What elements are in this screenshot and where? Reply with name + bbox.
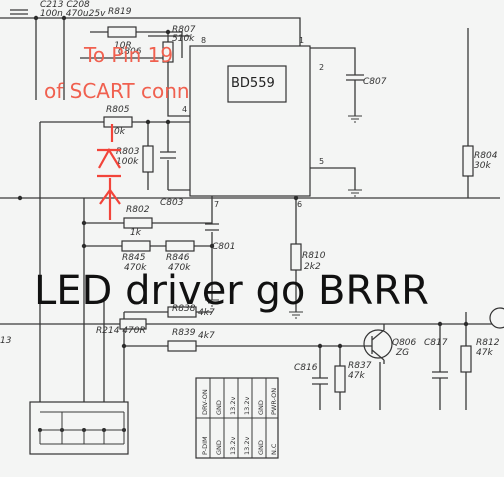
- svg-text:47k: 47k: [348, 371, 365, 381]
- svg-text:GND: GND: [257, 400, 265, 415]
- red-annotation: To Pin 19 of SCART conn: [44, 43, 190, 220]
- svg-text:470k: 470k: [124, 263, 147, 273]
- svg-text:8: 8: [201, 36, 206, 45]
- svg-text:13.2v: 13.2v: [229, 437, 237, 455]
- svg-text:13: 13: [0, 336, 12, 346]
- svg-text:R807: R807: [172, 25, 196, 35]
- svg-text:PWR-ON: PWR-ON: [270, 388, 278, 415]
- resistors: [103, 26, 474, 393]
- ground-symbols: [205, 115, 362, 319]
- svg-text:ZG: ZG: [395, 348, 409, 358]
- svg-text:R845: R845: [122, 253, 146, 263]
- svg-text:R804: R804: [474, 151, 498, 161]
- svg-text:5: 5: [319, 157, 324, 166]
- svg-text:R810: R810: [302, 251, 326, 261]
- svg-text:P-DIM: P-DIM: [201, 436, 209, 455]
- svg-text:DRV-ON: DRV-ON: [201, 389, 209, 415]
- svg-text:R819: R819: [108, 7, 132, 17]
- svg-text:1: 1: [299, 36, 304, 45]
- svg-text:1k: 1k: [130, 228, 142, 238]
- svg-text:C213 C208: C213 C208: [40, 0, 90, 10]
- svg-text:4k7: 4k7: [198, 308, 215, 318]
- svg-text:7: 7: [214, 200, 219, 209]
- svg-text:13.2v: 13.2v: [229, 397, 237, 415]
- svg-text:30k: 30k: [474, 161, 491, 171]
- svg-text:C816: C816: [294, 363, 318, 373]
- svg-text:R812: R812: [476, 338, 500, 348]
- svg-text:13.2v: 13.2v: [243, 437, 251, 455]
- svg-text:R839: R839: [172, 328, 196, 338]
- svg-text:470k: 470k: [168, 263, 191, 273]
- connector-table-labels: DRV-ON GND 13.2v 13.2v GND PWR-ON P-DIM …: [201, 388, 278, 455]
- svg-text:GND: GND: [257, 440, 265, 455]
- svg-text:C803: C803: [160, 198, 184, 208]
- svg-text:C801: C801: [212, 242, 235, 252]
- svg-text:100n 470u25v: 100n 470u25v: [40, 9, 106, 19]
- svg-text:C807: C807: [363, 77, 387, 87]
- svg-text:N.C: N.C: [270, 443, 278, 455]
- svg-text:R803: R803: [116, 147, 140, 157]
- capacitors: [10, 9, 448, 390]
- svg-text:510k: 510k: [172, 34, 195, 44]
- svg-text:13.2v: 13.2v: [243, 397, 251, 415]
- svg-text:47k: 47k: [476, 348, 493, 358]
- svg-text:Q806: Q806: [392, 338, 417, 348]
- svg-text:R838: R838: [172, 304, 196, 314]
- svg-text:R805: R805: [106, 105, 130, 115]
- svg-text:0k: 0k: [114, 127, 126, 137]
- ic-bd559: BD559 8 1 2 4 5 6 7: [182, 36, 324, 209]
- component-labels: C213 C208 100n 470u25v R819 10R R807 510…: [0, 0, 500, 381]
- led-diode-symbol: [97, 124, 121, 220]
- meme-caption: LED driver go BRRR: [34, 268, 429, 314]
- svg-text:2k2: 2k2: [304, 262, 321, 272]
- svg-text:GND: GND: [215, 400, 223, 415]
- svg-text:C817: C817: [424, 338, 448, 348]
- svg-text:2: 2: [319, 63, 324, 72]
- svg-text:R837: R837: [348, 361, 372, 371]
- svg-text:R214 470R: R214 470R: [96, 326, 146, 336]
- svg-text:C806: C806: [118, 47, 142, 57]
- transistor-q806: [362, 307, 504, 364]
- svg-text:10R: 10R: [114, 41, 132, 51]
- svg-text:100k: 100k: [116, 157, 139, 167]
- svg-text:4k7: 4k7: [198, 331, 215, 341]
- svg-text:R846: R846: [166, 253, 190, 263]
- svg-text:R802: R802: [126, 205, 150, 215]
- annotation-line-1: To Pin 19: [83, 43, 173, 67]
- svg-text:6: 6: [297, 200, 302, 209]
- svg-text:4: 4: [182, 105, 187, 114]
- svg-text:GND: GND: [215, 440, 223, 455]
- annotation-line-2: of SCART conn: [44, 79, 190, 103]
- connector-block: [29, 377, 279, 459]
- ic-name: BD559: [231, 76, 275, 91]
